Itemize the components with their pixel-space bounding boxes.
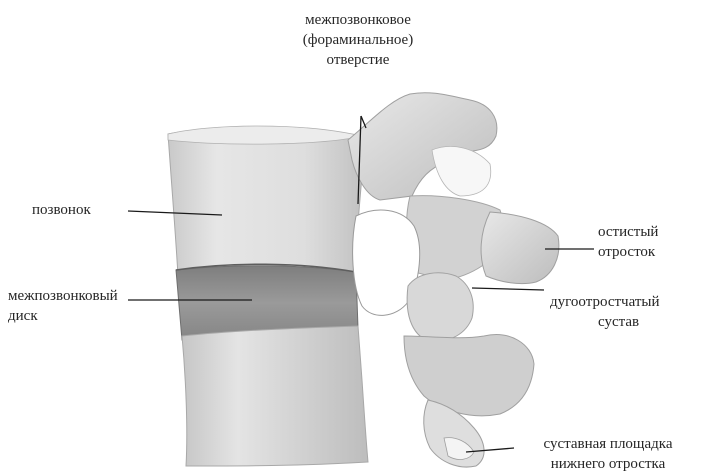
label-spinous-process: остистый отросток <box>598 222 658 262</box>
pointer-facet <box>472 288 544 290</box>
upper-facet-bright <box>432 146 491 196</box>
lower-lamina <box>404 335 534 416</box>
label-articular-surface: суставная площадка нижнего отростка <box>516 434 700 474</box>
lower-vertebra-body <box>182 326 368 466</box>
label-disc: межпозвонковый диск <box>8 286 118 326</box>
label-facet-joint: дугоотростчатый сустав <box>550 292 660 332</box>
spinous-process <box>481 212 559 284</box>
label-foramen: межпозвонковое (фораминальное) отверстие <box>268 10 448 70</box>
facet-joint <box>407 273 473 342</box>
label-vertebra: позвонок <box>32 200 91 220</box>
upper-vertebra-body <box>168 128 362 277</box>
